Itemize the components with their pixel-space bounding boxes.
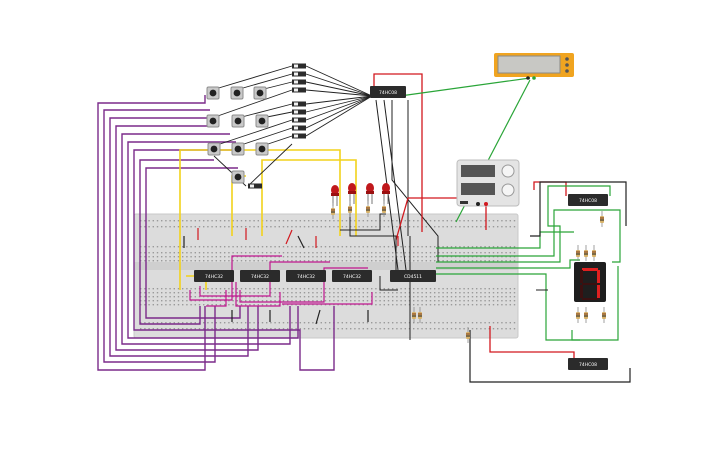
led-icon[interactable] <box>348 183 356 204</box>
chip-or-1[interactable]: 74HC32 <box>194 270 234 282</box>
led-icon[interactable] <box>366 183 374 204</box>
resistor-icon[interactable] <box>466 327 470 343</box>
resistor-icon[interactable] <box>576 307 580 323</box>
chip-or-4[interactable]: 74HC32 <box>332 270 372 282</box>
resistor-icon[interactable] <box>602 307 606 323</box>
push-button-icon[interactable] <box>255 114 269 128</box>
slide-switch-icon[interactable] <box>292 109 306 115</box>
led-icon[interactable] <box>331 185 339 206</box>
chip-and-2[interactable]: 74HC08 <box>568 194 608 206</box>
push-button-icon[interactable] <box>206 114 220 128</box>
push-button-icon[interactable] <box>253 86 267 100</box>
resistor-group <box>331 201 606 343</box>
push-button-icon[interactable] <box>231 114 245 128</box>
slide-switch-icon[interactable] <box>292 87 306 93</box>
push-buttons[interactable] <box>206 86 269 184</box>
slide-switches[interactable] <box>248 63 306 189</box>
slide-switch-icon[interactable] <box>292 79 306 85</box>
resistor-icon[interactable] <box>584 307 588 323</box>
chip-and-3[interactable]: 74HC08 <box>568 358 608 370</box>
push-button-icon[interactable] <box>206 86 220 100</box>
chip-decoder[interactable]: CD4511 <box>390 270 436 282</box>
resistor-icon[interactable] <box>600 211 604 227</box>
push-button-icon[interactable] <box>230 86 244 100</box>
resistor-icon[interactable] <box>382 201 386 217</box>
chip-label: CD4511 <box>404 274 422 280</box>
slide-switch-icon[interactable] <box>292 133 306 139</box>
slide-switch-icon[interactable] <box>292 125 306 131</box>
slide-switch-icon[interactable] <box>292 101 306 107</box>
chip-label: 74HC32 <box>251 274 269 280</box>
led-icon[interactable] <box>382 183 390 204</box>
resistor-icon[interactable] <box>348 201 352 217</box>
push-button-icon[interactable] <box>255 142 269 156</box>
resistor-icon[interactable] <box>576 245 580 261</box>
chip-or-2[interactable]: 74HC32 <box>240 270 280 282</box>
push-button-icon[interactable] <box>207 142 221 156</box>
resistor-icon[interactable] <box>366 201 370 217</box>
chip-label: 74HC32 <box>205 274 223 280</box>
slide-switch-icon[interactable] <box>292 63 306 69</box>
seven-segment-icon[interactable] <box>574 262 606 302</box>
chip-and-1[interactable]: 74HC08 <box>370 86 406 98</box>
chip-or-3[interactable]: 74HC32 <box>286 270 326 282</box>
resistor-icon[interactable] <box>331 203 335 219</box>
power-supply-icon[interactable] <box>456 159 520 207</box>
led-group <box>331 183 390 206</box>
chip-label: 74HC32 <box>297 274 315 280</box>
breadboard-holes <box>140 220 516 330</box>
resistor-icon[interactable] <box>592 245 596 261</box>
lcd-icon[interactable] <box>494 53 574 80</box>
push-button-icon[interactable] <box>231 142 245 156</box>
resistor-icon[interactable] <box>418 307 422 323</box>
wires <box>97 65 631 383</box>
segments <box>580 268 600 300</box>
resistor-icon[interactable] <box>584 245 588 261</box>
slide-switch-icon[interactable] <box>248 183 262 189</box>
chip-label: 74HC08 <box>579 198 597 204</box>
chip-label: 74HC08 <box>579 362 597 368</box>
chip-label: 74HC08 <box>379 90 397 96</box>
slide-switch-icon[interactable] <box>292 117 306 123</box>
chip-label: 74HC32 <box>343 274 361 280</box>
resistor-icon[interactable] <box>412 307 416 323</box>
push-button-icon[interactable] <box>231 170 245 184</box>
slide-switch-icon[interactable] <box>292 71 306 77</box>
